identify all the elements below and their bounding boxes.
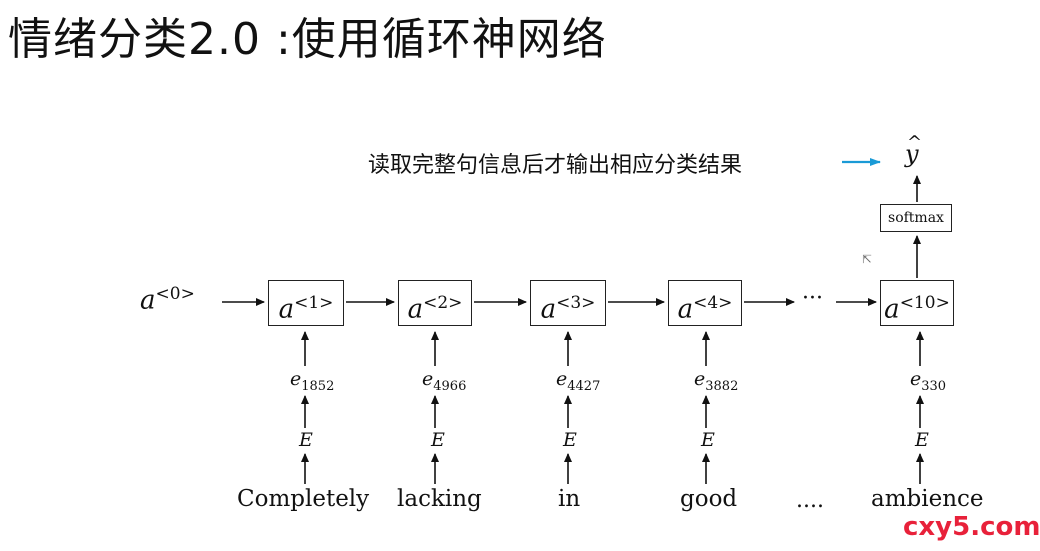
word-ellipsis: .... <box>796 488 824 513</box>
word-3: in <box>558 486 581 512</box>
embedding-4: e3882 <box>694 368 739 394</box>
embedding-matrix-1: E <box>299 429 313 451</box>
mouse-cursor-icon: ⇱ <box>862 252 873 266</box>
rnn-cell-10: a<10> <box>880 280 954 326</box>
embedding-matrix-2: E <box>431 429 445 451</box>
embedding-matrix-4: E <box>701 429 715 451</box>
initial-activation: a<0> <box>140 284 195 316</box>
rnn-cell-1: a<1> <box>268 280 344 326</box>
softmax-box: softmax <box>880 204 952 232</box>
word-1: Completely <box>237 486 370 512</box>
embedding-3: e4427 <box>556 368 601 394</box>
page-title: 情绪分类2.0 :使用循环神网络 <box>8 14 607 65</box>
output-note: 读取完整句信息后才输出相应分类结果 <box>368 153 743 178</box>
watermark-logo: cxy5.com <box>903 512 1040 542</box>
embedding-1: e1852 <box>290 368 335 394</box>
embedding-5: e330 <box>910 368 947 394</box>
y-symbol: y <box>905 140 919 168</box>
rnn-cell-2: a<2> <box>398 280 472 326</box>
output-y-hat: ^ y <box>905 132 922 168</box>
embedding-2: e4966 <box>422 368 467 394</box>
rnn-cell-3: a<3> <box>530 280 606 326</box>
word-5: ambience <box>871 486 984 512</box>
rnn-cell-4: a<4> <box>668 280 742 326</box>
word-4: good <box>680 486 738 512</box>
embedding-matrix-3: E <box>563 429 577 451</box>
cell-ellipsis: ··· <box>802 286 823 311</box>
embedding-matrix-5: E <box>915 429 929 451</box>
word-2: lacking <box>397 486 482 512</box>
hat-symbol: ^ <box>907 132 923 153</box>
